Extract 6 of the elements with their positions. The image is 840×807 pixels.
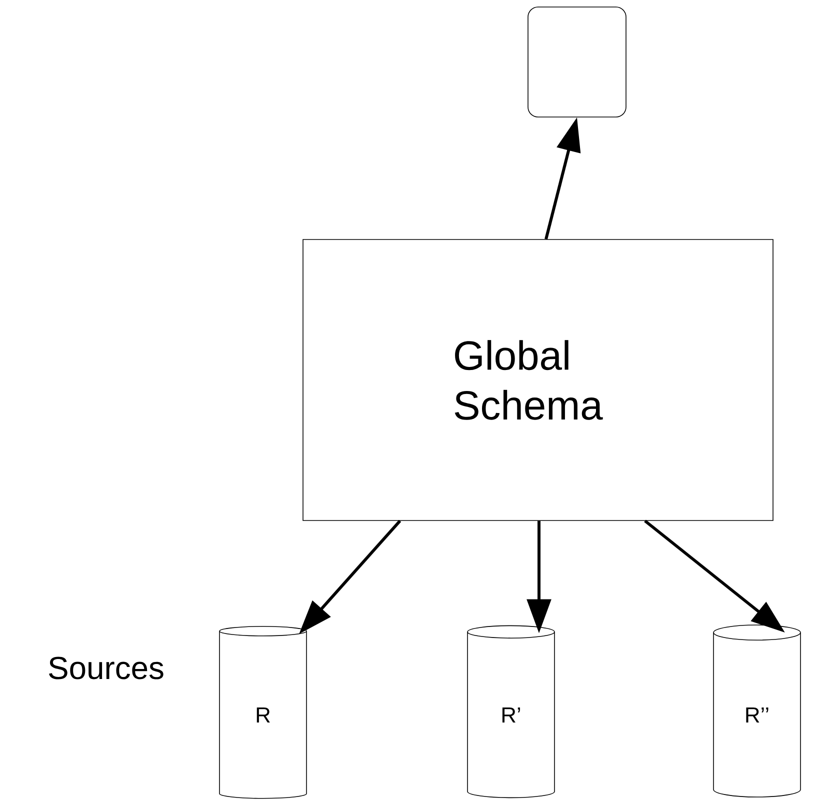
empty-box	[528, 6, 626, 118]
database-cylinder: R’’	[713, 624, 801, 798]
schema-box: Global Schema	[302, 239, 774, 521]
row-label: Sources	[48, 656, 164, 680]
database-cylinder: R’	[467, 625, 555, 798]
database-cylinder: R	[219, 626, 307, 799]
